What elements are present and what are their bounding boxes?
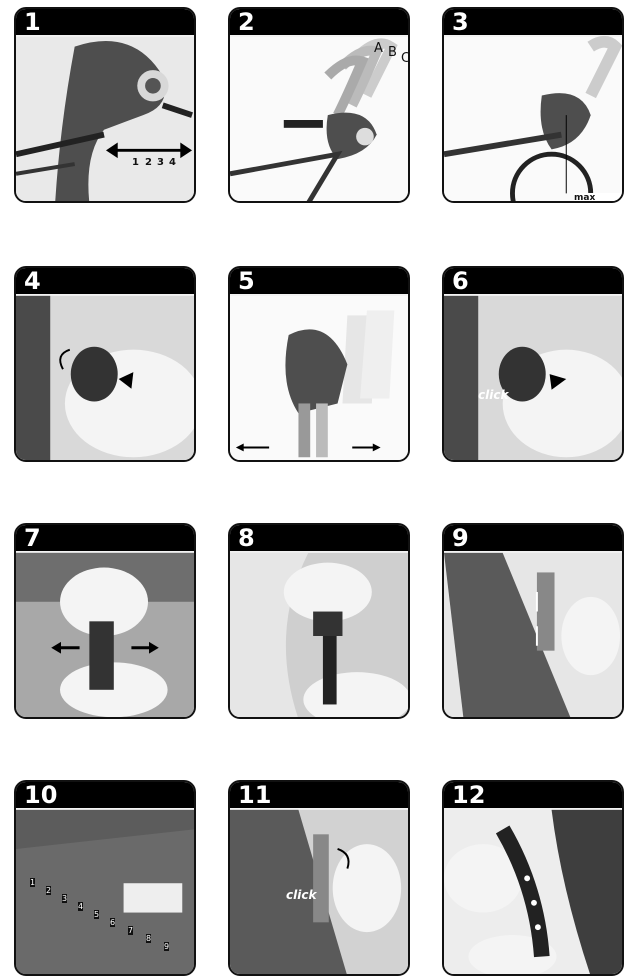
bike-seat-clearance-illustration: [444, 35, 622, 203]
step-1-panel: 1 1 2 3 4: [14, 7, 196, 203]
step-number: 8: [238, 524, 255, 552]
slot-label-7: 7: [128, 926, 133, 935]
step-6-panel: 6 click: [442, 266, 624, 462]
slot-label-5: 5: [94, 910, 99, 919]
strap-buckle-illustration: [230, 551, 408, 719]
step-tab: 11: [230, 782, 408, 808]
step-number: 5: [238, 267, 255, 295]
seat-side-illustration: [16, 35, 194, 203]
step-number: 7: [24, 524, 41, 552]
slot-label-6: 6: [110, 918, 115, 927]
step-tab: 6: [444, 268, 622, 294]
step-7-panel: 7: [14, 523, 196, 719]
step-tab: 9: [444, 525, 622, 551]
height-label-b: B: [388, 45, 397, 60]
step-10-panel: 10 1 2 3 4 5 6 7 8 9: [14, 780, 196, 976]
height-label-c: C: [401, 51, 410, 66]
step-tab: 8: [230, 525, 408, 551]
max-clearance-label: max 10cm: [574, 193, 622, 203]
step-tab: 1: [16, 9, 194, 35]
strap-pull-illustration: [16, 551, 194, 719]
step-11-panel: 11 click: [228, 780, 410, 976]
step-tab: 3: [444, 9, 622, 35]
step-tab: 10: [16, 782, 194, 808]
slot-label-4: 4: [78, 902, 83, 911]
step-8-panel: 8: [228, 523, 410, 719]
step-tab: 12: [444, 782, 622, 808]
step-number: 3: [452, 8, 469, 36]
step-tab: 5: [230, 268, 408, 294]
position-label-3: 3: [157, 157, 164, 168]
position-label-2: 2: [145, 157, 152, 168]
step-2-panel: 2 A B C: [228, 7, 410, 203]
step-number: 9: [452, 524, 469, 552]
step-number: 1: [24, 8, 41, 36]
slot-label-8: 8: [146, 934, 151, 943]
step-9-panel: 9: [442, 523, 624, 719]
footrest-click-illustration: [230, 808, 408, 976]
click-label: click: [286, 888, 316, 902]
step-tab: 7: [16, 525, 194, 551]
step-number: 6: [452, 267, 469, 295]
step-4-panel: 4: [14, 266, 196, 462]
height-label-a: A: [374, 41, 383, 56]
bike-seat-height-illustration: [230, 35, 408, 203]
harness-height-illustration: [444, 551, 622, 719]
step-tab: 4: [16, 268, 194, 294]
slot-label-3: 3: [62, 894, 67, 903]
strap-attach-illustration: [444, 808, 622, 976]
slot-label-1: 1: [30, 878, 35, 887]
click-label: click: [478, 388, 508, 402]
step-12-panel: 12: [442, 780, 624, 976]
step-number: 11: [238, 781, 271, 809]
step-number: 2: [238, 8, 255, 36]
step-3-panel: 3 max 10cm: [442, 7, 624, 203]
step-number: 4: [24, 267, 41, 295]
knob-loosen-illustration: [16, 294, 194, 462]
position-label-4: 4: [169, 157, 176, 168]
step-number: 10: [24, 781, 57, 809]
slot-label-2: 2: [46, 886, 51, 895]
knob-tighten-illustration: [444, 294, 622, 462]
seat-slide-illustration: [230, 294, 408, 462]
position-label-1: 1: [132, 157, 142, 168]
step-tab: 2: [230, 9, 408, 35]
step-number: 12: [452, 781, 485, 809]
step-5-panel: 5: [228, 266, 410, 462]
slot-label-9: 9: [164, 942, 169, 951]
